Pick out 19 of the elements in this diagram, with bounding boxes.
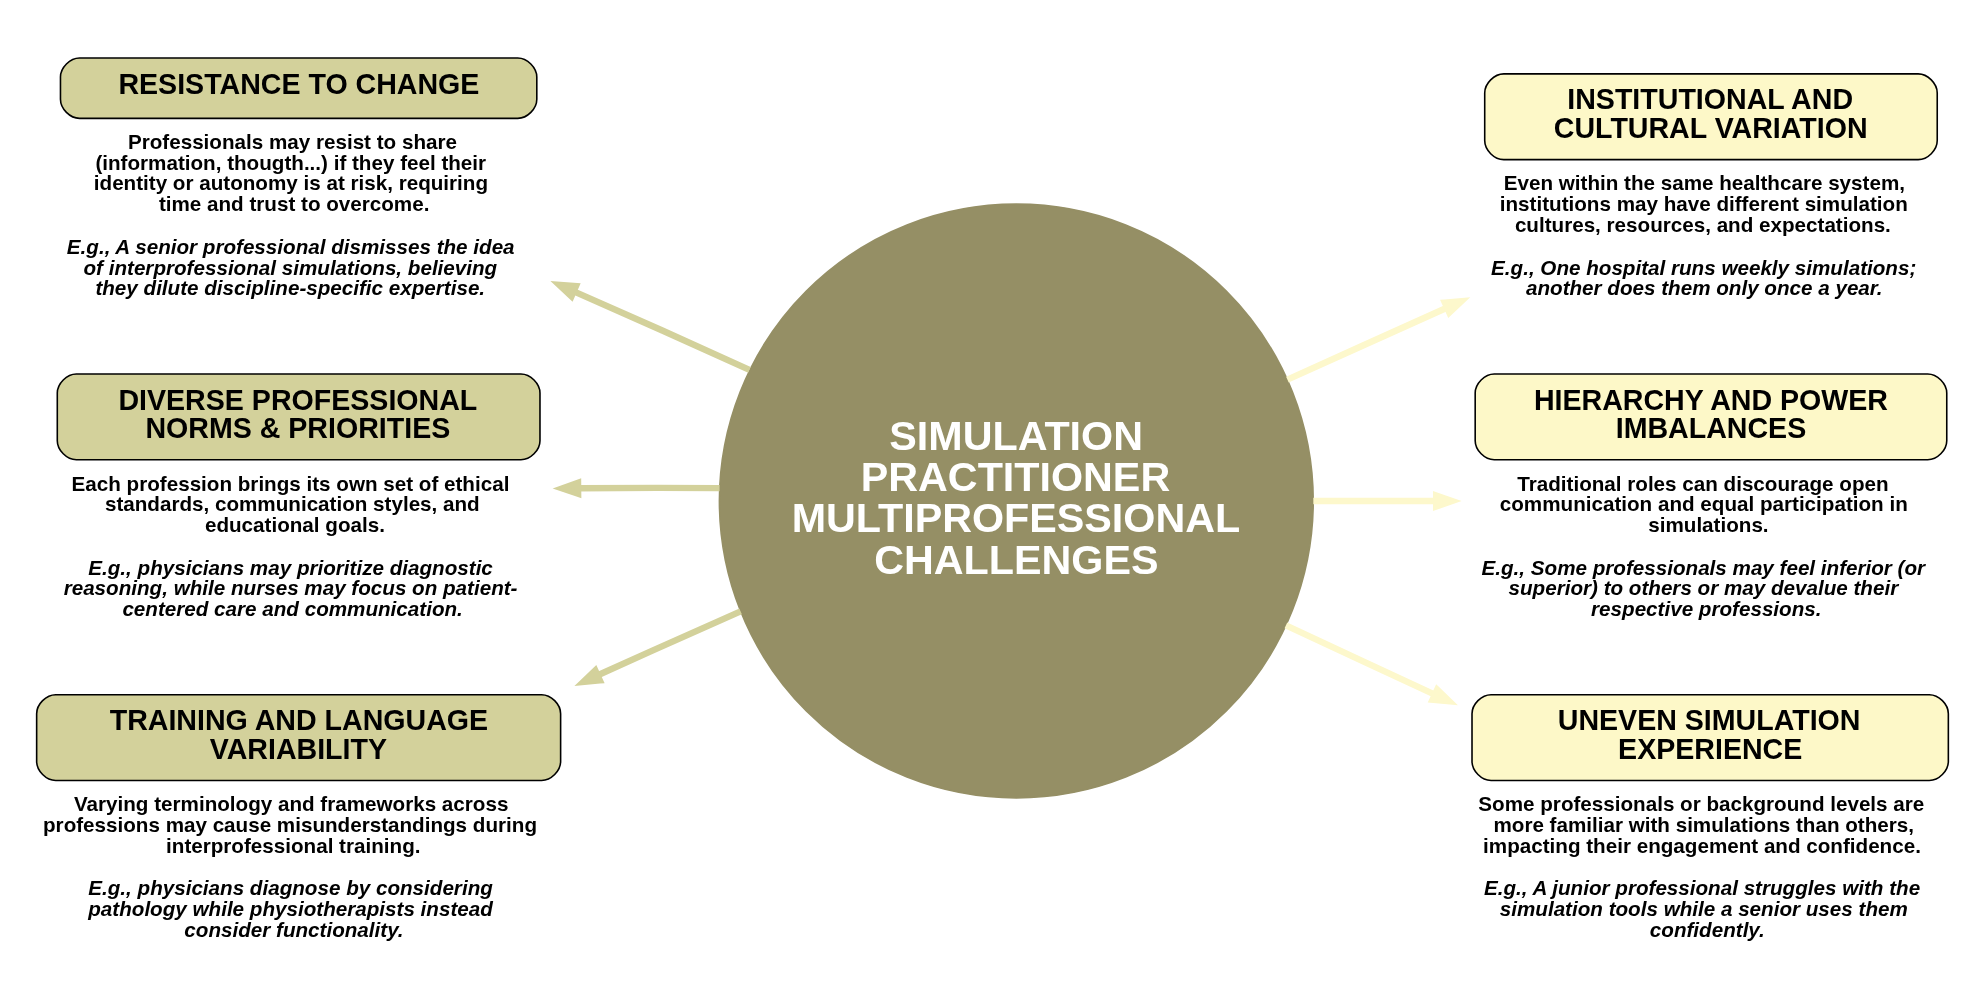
node-label: Even within the same healthcare system, institutions may have different simulation cultures, resources, and expectations. <box>1499 170 1908 236</box>
node-label: E.g., A senior professional dismisses the idea of interprofessional simulations, believing they dilute discipline-specific expertise. <box>66 234 515 299</box>
arrow <box>1286 296 1471 382</box>
node-label: E.g., Some professionals may feel inferior (or superior) to others or may devalue their respective professions. <box>1481 555 1926 620</box>
arrow <box>574 607 742 686</box>
arrow <box>1313 490 1462 511</box>
node-label: Each profession brings its own set of ethical standards, communication styles, and educational goals. <box>71 471 510 536</box>
arrow <box>552 477 720 498</box>
arrow <box>1284 622 1458 705</box>
node-label: Some professionals or background levels are more familiar with simulations than others, impacting their engagement and confidence. <box>1478 791 1925 857</box>
arrow <box>550 280 751 373</box>
node-label: Varying terminology and frameworks across professions may cause misunderstandings during interprofessional training. <box>43 791 537 857</box>
node-label: E.g., physicians may prioritize diagnostic reasoning, while nurses may focus on patient-centered care and communication. <box>63 555 518 620</box>
node-circle: SIMULATION PRACTITIONER MULTIPROFESSIONAL CHALLENGES <box>718 202 1315 799</box>
node-label: Traditional roles can discourage open communication and equal participation in simulations. <box>1499 471 1908 536</box>
node-label: E.g., One hospital runs weekly simulations; another does them only once a year. <box>1491 255 1917 299</box>
node-label: Professionals may resist to share (information, thougth...) if they feel their identity or autonomy is at risk, requiring time and trust to overcome. <box>93 129 489 215</box>
node-label: E.g., physicians diagnose by considering pathology while physiotherapists instead consider functionality. <box>88 875 493 941</box>
node-label: E.g., A junior professional struggles with the simulation tools while a senior uses them confidently. <box>1483 875 1921 941</box>
